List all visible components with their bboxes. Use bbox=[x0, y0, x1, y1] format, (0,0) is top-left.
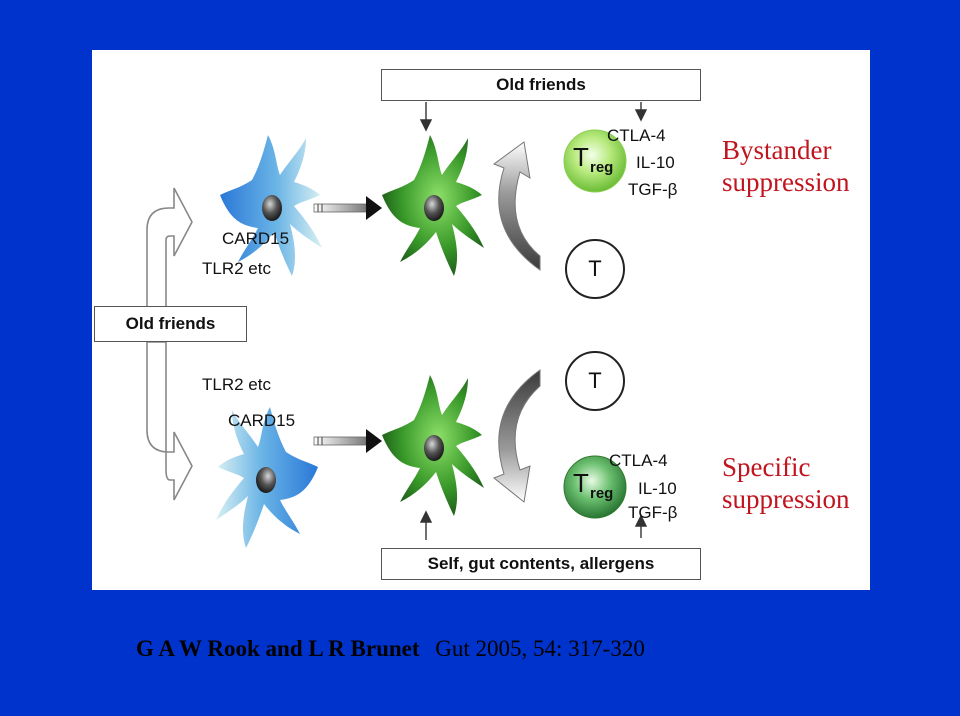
mature-dc-top bbox=[382, 135, 484, 276]
ctla4-bottom: CTLA-4 bbox=[609, 451, 668, 470]
citation-authors: G A W Rook and L R Brunet bbox=[136, 636, 420, 661]
self-gut-allergens-box: Self, gut contents, allergens bbox=[381, 548, 701, 580]
tlr2-label-top: TLR2 etc bbox=[202, 259, 271, 278]
specific-word: Specific bbox=[722, 452, 811, 482]
treg-circle-bottom bbox=[563, 455, 627, 519]
treg-sub-top: reg bbox=[590, 159, 614, 176]
il10-bottom: IL-10 bbox=[638, 479, 677, 498]
maturation-arrows bbox=[313, 196, 382, 453]
t-cell-bottom: T bbox=[565, 351, 625, 411]
curved-arrow-top bbox=[492, 141, 541, 271]
specific-suppression-label: Specific suppression bbox=[722, 451, 850, 515]
bystander-suppression-word: suppression bbox=[722, 167, 850, 197]
treg-label-top: T reg bbox=[565, 131, 625, 191]
feedback-loop-arrow bbox=[146, 187, 193, 501]
citation: G A W Rook and L R Brunet Gut 2005, 54: … bbox=[136, 636, 645, 662]
old-friends-box-top: Old friends bbox=[381, 69, 701, 101]
dendritic-cell-top bbox=[220, 135, 322, 276]
treg-main-bottom: T bbox=[573, 468, 589, 498]
treg-circle-top bbox=[563, 129, 627, 193]
old-friends-box-left: Old friends bbox=[94, 306, 247, 342]
ctla4-top: CTLA-4 bbox=[607, 126, 666, 145]
tgfb-bottom: TGF-β bbox=[628, 503, 678, 522]
tlr2-label-bottom: TLR2 etc bbox=[202, 375, 271, 394]
citation-reference: Gut 2005, 54: 317-320 bbox=[435, 636, 645, 661]
tgfb-top: TGF-β bbox=[628, 180, 678, 199]
diagram-graphics bbox=[146, 102, 648, 548]
il10-top: IL-10 bbox=[636, 153, 675, 172]
card15-label-top: CARD15 bbox=[222, 229, 290, 248]
bystander-word: Bystander bbox=[722, 135, 832, 165]
treg-label-bottom: T reg bbox=[565, 457, 625, 517]
t-cell-top: T bbox=[565, 239, 625, 299]
thin-arrows bbox=[419, 102, 648, 540]
dendritic-cell-bottom bbox=[216, 407, 318, 548]
curved-arrow-bottom bbox=[493, 369, 541, 503]
treg-main-top: T bbox=[573, 142, 589, 172]
bystander-suppression-label: Bystander suppression bbox=[722, 134, 850, 198]
specific-suppression-word: suppression bbox=[722, 484, 850, 514]
mature-dc-bottom bbox=[382, 375, 484, 516]
treg-sub-bottom: reg bbox=[590, 485, 614, 502]
card15-label-bottom: CARD15 bbox=[228, 411, 296, 430]
figure-panel: Old friends Old friends Self, gut conten… bbox=[92, 50, 870, 590]
